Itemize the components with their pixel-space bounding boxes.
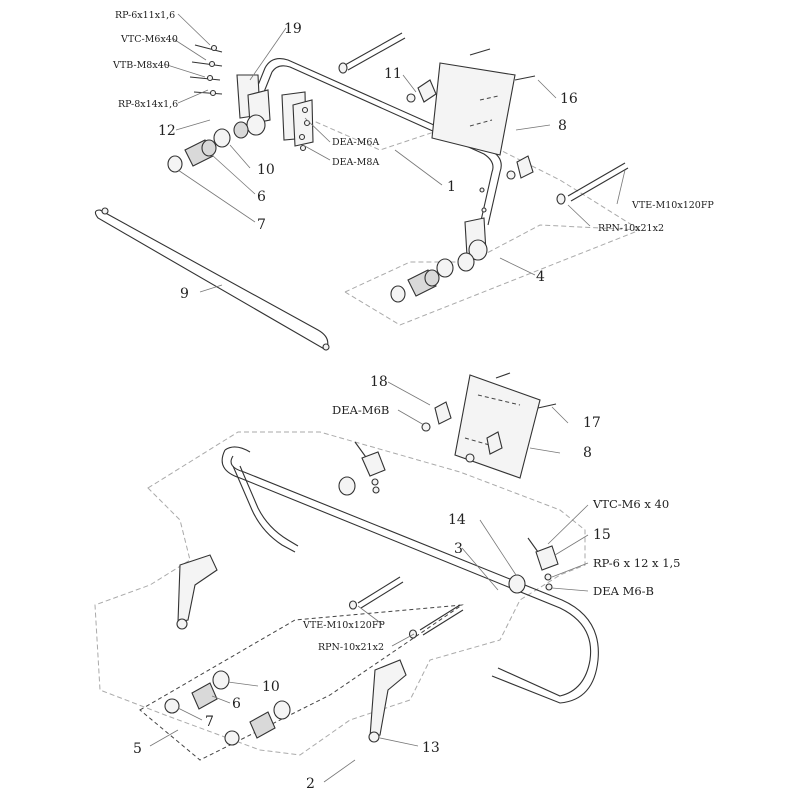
callout-7-bottom: 7 bbox=[205, 714, 214, 730]
code-rpn-10x21x2-top: RPN-10x21x2 bbox=[598, 223, 664, 234]
support-arm-right bbox=[368, 659, 407, 743]
callout-18: 18 bbox=[370, 374, 388, 390]
left-clamp-bracket bbox=[233, 74, 314, 147]
bottom-leader-lines bbox=[149, 381, 589, 783]
plate-clip-lower bbox=[506, 155, 534, 180]
callout-19: 19 bbox=[284, 21, 302, 37]
callout-2: 2 bbox=[306, 776, 315, 792]
code-vtc-m6x40: VTC-M6x40 bbox=[120, 34, 178, 45]
plate-clip-upper bbox=[406, 48, 536, 103]
bushing-set-right bbox=[390, 252, 475, 303]
stabilizer-bar bbox=[247, 58, 502, 226]
code-dea-m6a: DEA-M6A bbox=[332, 137, 379, 148]
bushing-kit-parts bbox=[164, 670, 291, 746]
callout-3: 3 bbox=[454, 541, 463, 557]
code-rp-6x11x1-6: RP-6x11x1,6 bbox=[115, 10, 175, 21]
plate-clip-lower-bottom bbox=[465, 431, 503, 463]
long-bolt-bottom-2 bbox=[408, 604, 464, 639]
code-dea-m6b: DEA-M6B bbox=[332, 403, 389, 417]
code-vte-m10x120fp-top: VTE-M10x120FP bbox=[631, 200, 714, 211]
code-dea-m8a: DEA-M8A bbox=[332, 157, 379, 168]
code-vtc-m6-x-40: VTC-M6 x 40 bbox=[592, 497, 669, 511]
support-arm-left bbox=[176, 554, 218, 630]
code-vte-m10x120fp-bottom: VTE-M10x120FP bbox=[302, 620, 385, 631]
callout-8-top: 8 bbox=[558, 118, 567, 134]
callout-12: 12 bbox=[158, 123, 176, 139]
callout-9: 9 bbox=[180, 286, 189, 302]
callout-13: 13 bbox=[422, 740, 440, 756]
long-bolt-bottom-1 bbox=[348, 576, 404, 610]
code-rp-8x14x1-6: RP-8x14x1,6 bbox=[118, 99, 178, 110]
code-rpn-10x21x2-bottom: RPN-10x21x2 bbox=[318, 642, 384, 653]
bushing-set-left bbox=[167, 128, 231, 173]
callout-1: 1 bbox=[447, 179, 456, 195]
top-assembly: RP-6x11x1,6 VTC-M6x40 VTB-M8x40 RP-8x14x… bbox=[94, 10, 714, 351]
code-rp-6-x-12-x-1-5: RP-6 x 12 x 1,5 bbox=[593, 556, 681, 570]
callout-7: 7 bbox=[257, 217, 266, 233]
callout-15: 15 bbox=[593, 527, 611, 543]
bottom-assembly-outline bbox=[94, 431, 586, 756]
callout-11: 11 bbox=[384, 66, 402, 82]
bottom-assembly: 18 DEA-M6B 17 8 14 3 VTC-M6 x 40 15 RP-6… bbox=[94, 372, 681, 792]
callout-6-bottom: 6 bbox=[232, 696, 241, 712]
callout-6: 6 bbox=[257, 189, 266, 205]
clamp-15 bbox=[508, 537, 559, 594]
right-clamp-bracket bbox=[464, 217, 488, 261]
callout-10-bottom: 10 bbox=[262, 679, 280, 695]
plate-clip-18 bbox=[421, 401, 452, 432]
top-leader-lines bbox=[163, 13, 626, 293]
center-clamp bbox=[338, 441, 386, 496]
callout-16: 16 bbox=[560, 91, 578, 107]
tie-rod bbox=[94, 207, 330, 351]
callout-5: 5 bbox=[133, 741, 142, 757]
top-assembly-outline bbox=[299, 114, 642, 326]
bushing-kit-box bbox=[139, 604, 464, 761]
code-dea-m6-b: DEA M6-B bbox=[593, 584, 654, 598]
callout-17: 17 bbox=[583, 415, 601, 431]
bumper-bar bbox=[221, 446, 599, 704]
bolt-set-left bbox=[189, 44, 311, 152]
callout-8-bottom: 8 bbox=[583, 445, 592, 461]
callout-4: 4 bbox=[536, 269, 545, 285]
callout-10: 10 bbox=[257, 162, 275, 178]
code-vtb-m8x40: VTB-M8x40 bbox=[112, 60, 170, 71]
callout-14: 14 bbox=[448, 512, 466, 528]
mounting-plate bbox=[431, 62, 516, 156]
long-bolt-right bbox=[556, 162, 629, 205]
long-bolt-top bbox=[338, 32, 406, 74]
